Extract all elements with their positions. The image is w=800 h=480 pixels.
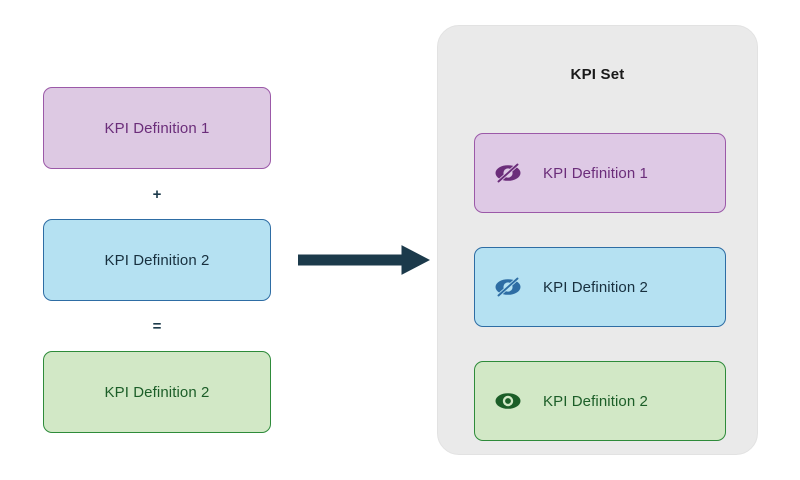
kpi-set-row-1[interactable]: KPI Definition 1 [474,133,726,213]
kpi-box-label: KPI Definition 2 [104,383,210,401]
kpi-set-row-label: KPI Definition 1 [543,164,648,182]
eye-off-icon[interactable] [493,275,523,299]
kpi-set-panel: KPI Set KPI Definition 1 [437,25,758,455]
eye-icon[interactable] [493,389,523,413]
kpi-box-label: KPI Definition 1 [104,119,210,137]
eye-off-icon[interactable] [493,161,523,185]
kpi-definition-box-2[interactable]: KPI Definition 2 [43,219,271,301]
kpi-set-row-2[interactable]: KPI Definition 2 [474,247,726,327]
kpi-definition-box-1[interactable]: KPI Definition 1 [43,87,271,169]
arrow-right-icon [297,243,431,277]
kpi-box-label: KPI Definition 2 [104,251,210,269]
equals-operator: = [152,318,162,335]
kpi-set-row-label: KPI Definition 2 [543,278,648,296]
kpi-set-title: KPI Set [570,66,625,83]
kpi-set-row-label: KPI Definition 2 [543,392,648,410]
kpi-definition-box-3[interactable]: KPI Definition 2 [43,351,271,433]
plus-operator: + [152,186,162,203]
kpi-set-row-3[interactable]: KPI Definition 2 [474,361,726,441]
